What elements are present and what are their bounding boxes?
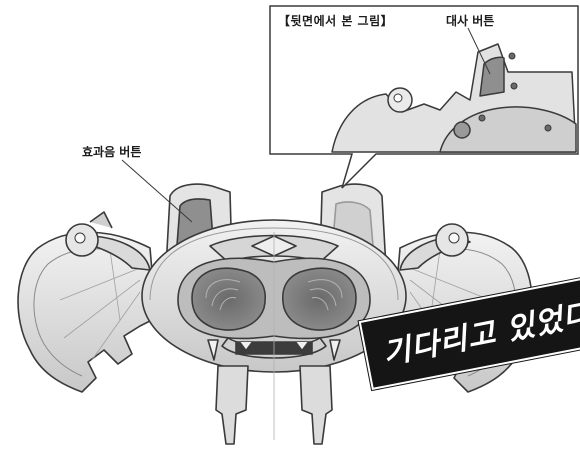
right-eye: [282, 267, 357, 331]
bat-toy: [17, 183, 533, 445]
left-leg: [215, 365, 249, 445]
inset-panel: [269, 5, 579, 189]
inset-back-view: [331, 43, 577, 153]
right-leg: [299, 365, 333, 445]
left-eye: [191, 267, 266, 331]
effect-button-leader: [121, 159, 193, 223]
dialogue-button[interactable]: [479, 56, 505, 97]
dialogue-button-leader: [467, 27, 491, 75]
left-wing: [17, 211, 157, 393]
effect-button-label: 효과음 버튼: [82, 145, 142, 159]
dialogue-button-label: 대사 버튼: [446, 14, 495, 28]
inset-caption: 【뒷면에서 본 그림】: [278, 14, 394, 28]
toy-head: [141, 219, 407, 440]
